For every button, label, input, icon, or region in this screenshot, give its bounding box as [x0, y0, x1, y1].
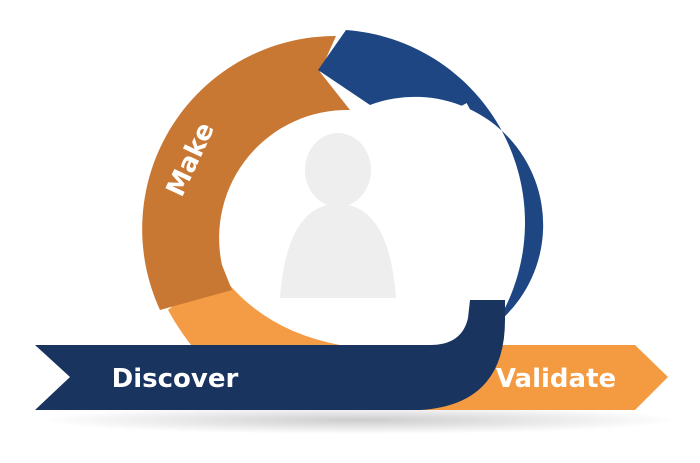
discover-label: Discover [112, 364, 239, 394]
validate-inner-arc [168, 270, 340, 405]
make-arc [142, 35, 350, 311]
decide-arc [318, 30, 544, 345]
discover-banner [35, 300, 505, 410]
floor-shadow [40, 406, 680, 434]
validate-label: Validate [496, 364, 616, 394]
person-icon [280, 133, 396, 298]
